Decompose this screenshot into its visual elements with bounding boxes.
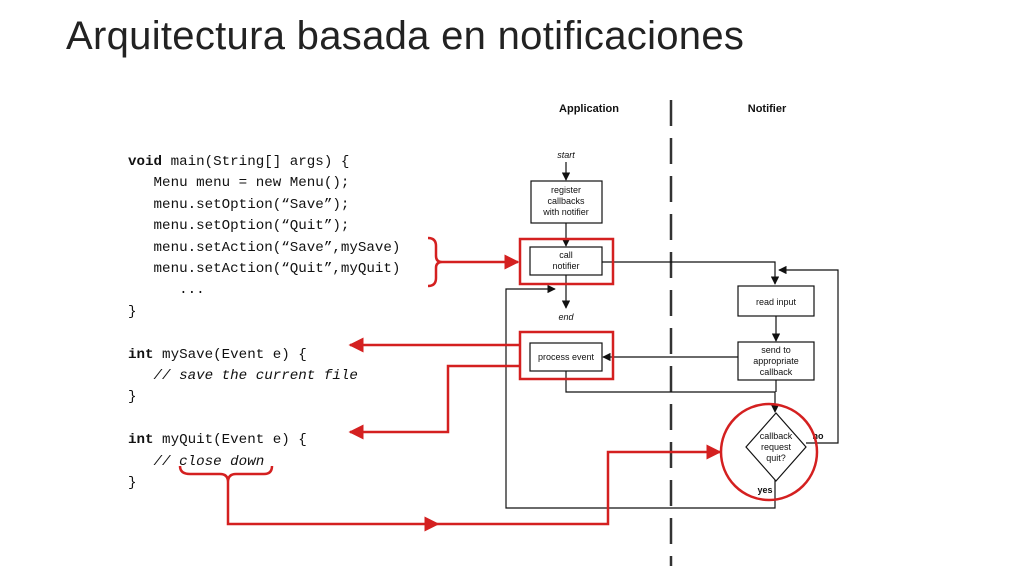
highlight-process-event [518, 330, 615, 381]
send-callback-text-3: callback [760, 367, 793, 377]
code-set-option-save: menu.setOption(“Save”); [128, 196, 350, 213]
arrow-yes-loop-left [505, 284, 776, 509]
code-ellipsis: ... [128, 282, 205, 299]
arrow-brace-bottom [226, 482, 440, 532]
code-close-main: } [128, 303, 137, 320]
call-notifier-text-1: call [559, 250, 573, 260]
register-text-2: callbacks [547, 196, 585, 206]
yes-label: yes [757, 485, 772, 495]
code-comment-quit: // close down [128, 453, 265, 470]
code-myquit-signature: myQuit(Event e) { [153, 432, 307, 449]
code-set-action-quit: menu.setAction(“Quit”,myQuit) [128, 261, 401, 278]
register-callbacks-box [530, 180, 603, 224]
code-keyword-int-save: int [128, 346, 154, 363]
register-text-1: register [551, 185, 581, 195]
send-callback-text-2: appropriate [753, 356, 799, 366]
highlight-call-notifier [518, 237, 615, 286]
decision-diamond [745, 412, 807, 482]
code-mysave-signature: mySave(Event e) { [153, 346, 307, 363]
slide-title: Arquitectura basada en notificaciones [66, 14, 745, 58]
arrow-process-myquit [348, 364, 520, 440]
decision-text-2: request [761, 442, 792, 452]
read-input-box [737, 285, 815, 317]
decision-text-1: callback [760, 431, 793, 441]
decision-text-3: quit? [766, 453, 786, 463]
code-comment-save: // save the current file [128, 368, 358, 385]
send-callback-text-1: send to [761, 345, 791, 355]
code-set-action-save: menu.setAction(“Save”,mySave) [128, 239, 401, 256]
arrow-no-loop [778, 265, 839, 444]
register-text-3: with notifier [542, 207, 589, 217]
process-event-box [529, 342, 603, 372]
no-label: no [813, 431, 824, 441]
code-listing: void main(String[] args) { Menu menu = n… [128, 152, 400, 495]
read-input-text: read input [756, 297, 797, 307]
code-main-signature: main(String[] args) { [162, 154, 350, 170]
code-keyword-int-quit: int [128, 432, 154, 449]
send-callback-box [737, 341, 815, 381]
brace-setaction [427, 236, 443, 288]
lane-notifier-label: Notifier [748, 103, 787, 115]
arrow-call-readinput [602, 261, 780, 285]
end-label: end [558, 312, 574, 322]
process-event-text: process event [538, 352, 595, 362]
code-menu-new: Menu menu = new Menu(); [128, 175, 350, 192]
lane-application-label: Application [559, 103, 619, 115]
start-label: start [557, 150, 575, 160]
arrow-decision-yes-path [438, 444, 722, 526]
code-set-option-quit: menu.setOption(“Quit”); [128, 218, 350, 235]
code-close-mysave: } [128, 389, 137, 406]
code-keyword-void: void [128, 154, 163, 170]
call-notifier-text-2: notifier [552, 261, 579, 271]
code-close-myquit: } [128, 475, 137, 492]
brace-close-down [178, 465, 274, 483]
arrow-process-decision [565, 371, 780, 413]
